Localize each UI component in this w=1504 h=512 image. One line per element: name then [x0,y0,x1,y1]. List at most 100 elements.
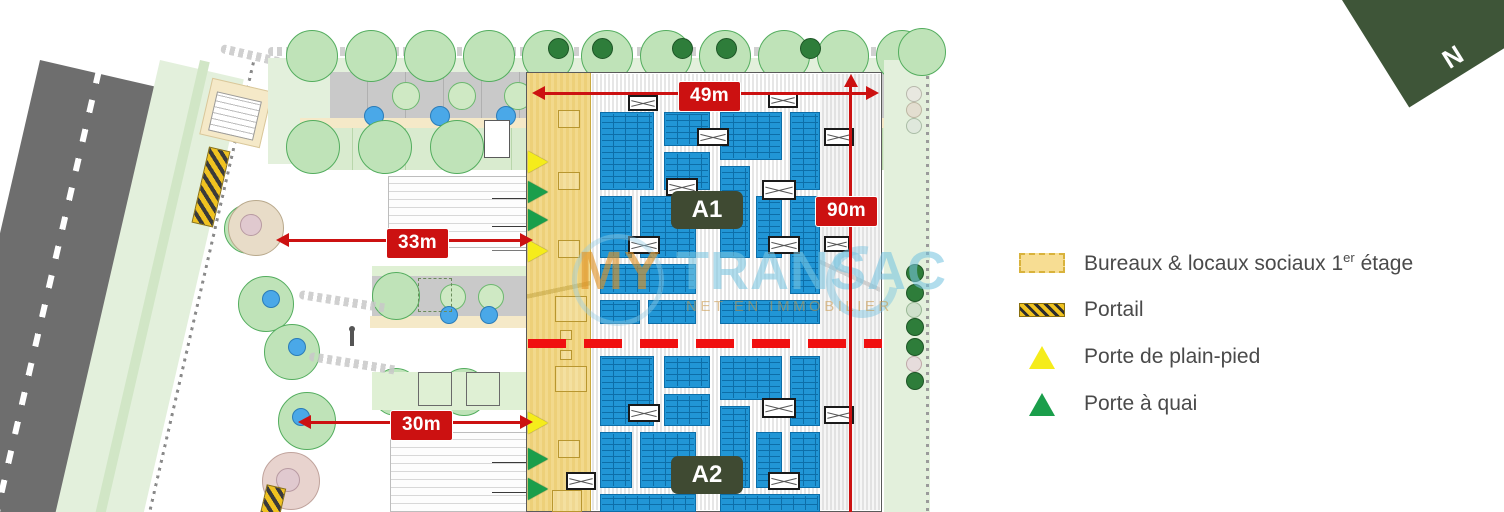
apron-line [492,250,536,251]
skylight [824,406,854,424]
tree [286,30,338,82]
shrub-dark [800,38,821,59]
person-marker [350,330,354,346]
legend-label-portail: Portail [1084,298,1144,321]
pad-small [484,120,510,158]
office-room-large [555,366,587,392]
tree [898,28,946,76]
lawn-right-band [884,60,930,512]
lawn-mid-upper [372,266,532,276]
dimension-arrow-up-90m [844,74,858,87]
shrub-right [906,264,924,282]
dimension-line-90m [849,86,852,512]
dimension-label-33m: 33m [386,228,449,259]
apron-line [492,226,536,227]
pad-mid [418,278,452,312]
solar-panel [600,494,696,512]
tree [372,272,420,320]
yellow-triangle-icon [1018,345,1066,369]
apron-line [492,198,536,199]
shrub-right [906,318,924,336]
bloom [276,468,300,492]
shrub-dark [548,38,569,59]
shrub-right [906,284,924,302]
solar-panel [720,300,820,324]
tree [430,120,484,174]
tree [286,120,340,174]
zone-label-a1: A1 [671,191,743,229]
office-room [558,240,580,258]
skylight [628,95,658,111]
shrub-dark [672,38,693,59]
dimension-arrow-left-49m [532,86,545,100]
lawn-right-dots [926,60,929,512]
skylight [824,128,854,146]
tree [440,284,466,310]
shrub-dark [592,38,613,59]
green-triangle-icon [1018,392,1066,416]
dimension-label-30m: 30m [390,410,453,441]
solar-panel [600,432,632,488]
shrub-right [906,102,922,118]
dimension-label-90m: 90m [815,196,878,227]
fire-separation-line [528,339,882,348]
solar-panel [600,264,696,294]
office-room-tiny [560,350,572,360]
office-room [558,172,580,190]
dimension-arrow-right-49m [866,86,879,100]
solar-panel [720,494,820,512]
bloom [440,306,458,324]
dimension-arrow-left-33m [276,233,289,247]
apron-line [492,492,536,493]
office-swatch-icon [1018,253,1066,273]
solar-panel [600,112,654,190]
tree [404,30,456,82]
compass-banner: N E [1329,0,1504,108]
shrub-right [906,118,922,134]
office-room-large [555,296,587,322]
skylight [762,180,796,200]
tree [448,82,476,110]
skylight [762,398,796,418]
skylight [628,404,660,422]
site-plan-drawing: MY TRANSAC NET EN IMMOBILIER 49m 90m 33m… [0,0,980,512]
shrub-right [906,356,922,372]
skylight [697,128,729,146]
skylight [628,236,660,254]
office-room [552,490,582,512]
tree [478,284,504,310]
door-a-quai[interactable] [528,209,548,231]
solar-panel [648,300,696,324]
hedge-mid-2 [308,352,399,375]
dock-apron-lower [390,432,532,512]
bloom [240,214,262,236]
bloom [262,290,280,308]
door-plain-pied[interactable] [528,151,548,173]
legend-label-porte-a-quai: Porte à quai [1084,392,1198,415]
dimension-arrow-left-30m [298,415,311,429]
door-a-quai[interactable] [528,448,548,470]
skylight [768,472,800,490]
dimension-label-49m: 49m [678,81,741,112]
apron-line [492,462,536,463]
shrub-right [906,302,922,318]
solar-panel [664,394,710,426]
door-plain-pied[interactable] [528,240,548,262]
shrub-right [906,86,922,102]
skylight [566,472,596,490]
door-plain-pied[interactable] [528,412,548,434]
office-strip-diag [527,73,591,511]
tree [463,30,515,82]
shrub-right [906,338,924,356]
solar-panel [720,356,782,400]
door-a-quai[interactable] [528,478,548,500]
tree [345,30,397,82]
door-a-quai[interactable] [528,181,548,203]
solar-panel [720,112,782,160]
solar-panel [600,196,632,258]
solar-panel [790,356,820,426]
skylight [824,236,850,252]
legend-item-portail: Portail [1018,295,1488,325]
office-room [558,110,580,128]
